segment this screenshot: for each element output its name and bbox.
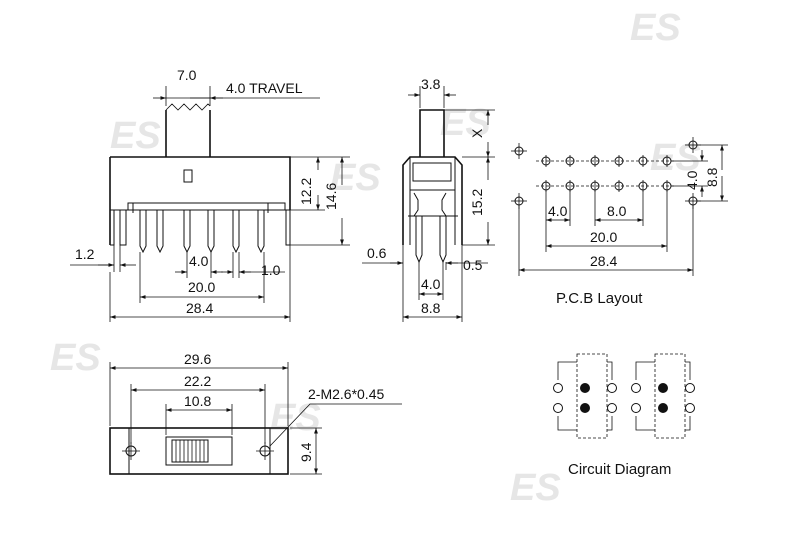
- dim-pin-width: 1.0: [261, 262, 281, 278]
- dim-side-height: 15.2: [469, 189, 485, 216]
- watermark-logo: ES: [110, 115, 161, 157]
- dim-bottom-holes: 22.2: [184, 373, 211, 389]
- dim-travel: 4.0 TRAVEL: [226, 80, 303, 96]
- dim-pin-pitch: 4.0: [189, 253, 209, 269]
- dim-outer-pins: 20.0: [188, 279, 215, 295]
- watermark: ES ES ES ES ES ES ES ES: [50, 7, 701, 509]
- dim-side-pin-thickness: 0.6: [367, 245, 387, 261]
- front-view: 7.0 4.0 TRAVEL 12.2 14.6 1.2 4.0 1.0: [70, 67, 350, 322]
- dim-side-row-pitch: 4.0: [421, 276, 441, 292]
- dim-pcb-span-28: 28.4: [590, 253, 617, 269]
- watermark-logo: ES: [440, 102, 491, 144]
- dim-pcb-row-spacing: 4.0: [684, 170, 700, 190]
- dim-pcb-overall-height: 8.8: [704, 167, 720, 187]
- dim-side-actuator: 3.8: [421, 76, 441, 92]
- watermark-logo: ES: [630, 7, 681, 49]
- watermark-logo: ES: [50, 337, 101, 379]
- pcb-layout: 4.0 8.8 4.0 8.0 20.0 28.4 P.C.B Layout: [511, 137, 728, 307]
- watermark-logo: ES: [510, 467, 561, 509]
- bottom-view: 29.6 22.2 10.8 2-M2.6*0.45 9.4: [109, 351, 402, 475]
- dim-pcb-pitch: 4.0: [548, 203, 568, 219]
- dim-pcb-span-8: 8.0: [607, 203, 627, 219]
- dim-actuator-width: 7.0: [177, 67, 197, 83]
- watermark-logo: ES: [330, 157, 381, 199]
- dim-body-length: 28.4: [186, 300, 213, 316]
- pcb-layout-label: P.C.B Layout: [556, 290, 643, 307]
- dim-side-pin-width: 0.5: [463, 257, 483, 273]
- side-view: 3.8 X 15.2 0.6 0.5 4.0 8.8: [362, 76, 495, 322]
- dim-side-x: X: [469, 128, 485, 138]
- dim-total-height: 14.6: [323, 183, 339, 210]
- circuit-diagram: Circuit Diagram: [553, 353, 695, 478]
- watermark-logo: ES: [270, 397, 321, 439]
- dim-pin-offset: 1.2: [75, 246, 95, 262]
- dim-bottom-screw: 2-M2.6*0.45: [308, 386, 384, 402]
- dim-bottom-slot: 10.8: [184, 393, 211, 409]
- dim-pcb-span-20: 20.0: [590, 229, 617, 245]
- dim-side-body-width: 8.8: [421, 300, 441, 316]
- dim-body-height: 12.2: [298, 178, 314, 205]
- circuit-diagram-label: Circuit Diagram: [568, 461, 671, 478]
- dim-bottom-height: 9.4: [298, 442, 314, 462]
- watermark-logo: ES: [650, 137, 701, 179]
- dim-bottom-overall: 29.6: [184, 351, 211, 367]
- slider-knob-ridges: [175, 440, 205, 462]
